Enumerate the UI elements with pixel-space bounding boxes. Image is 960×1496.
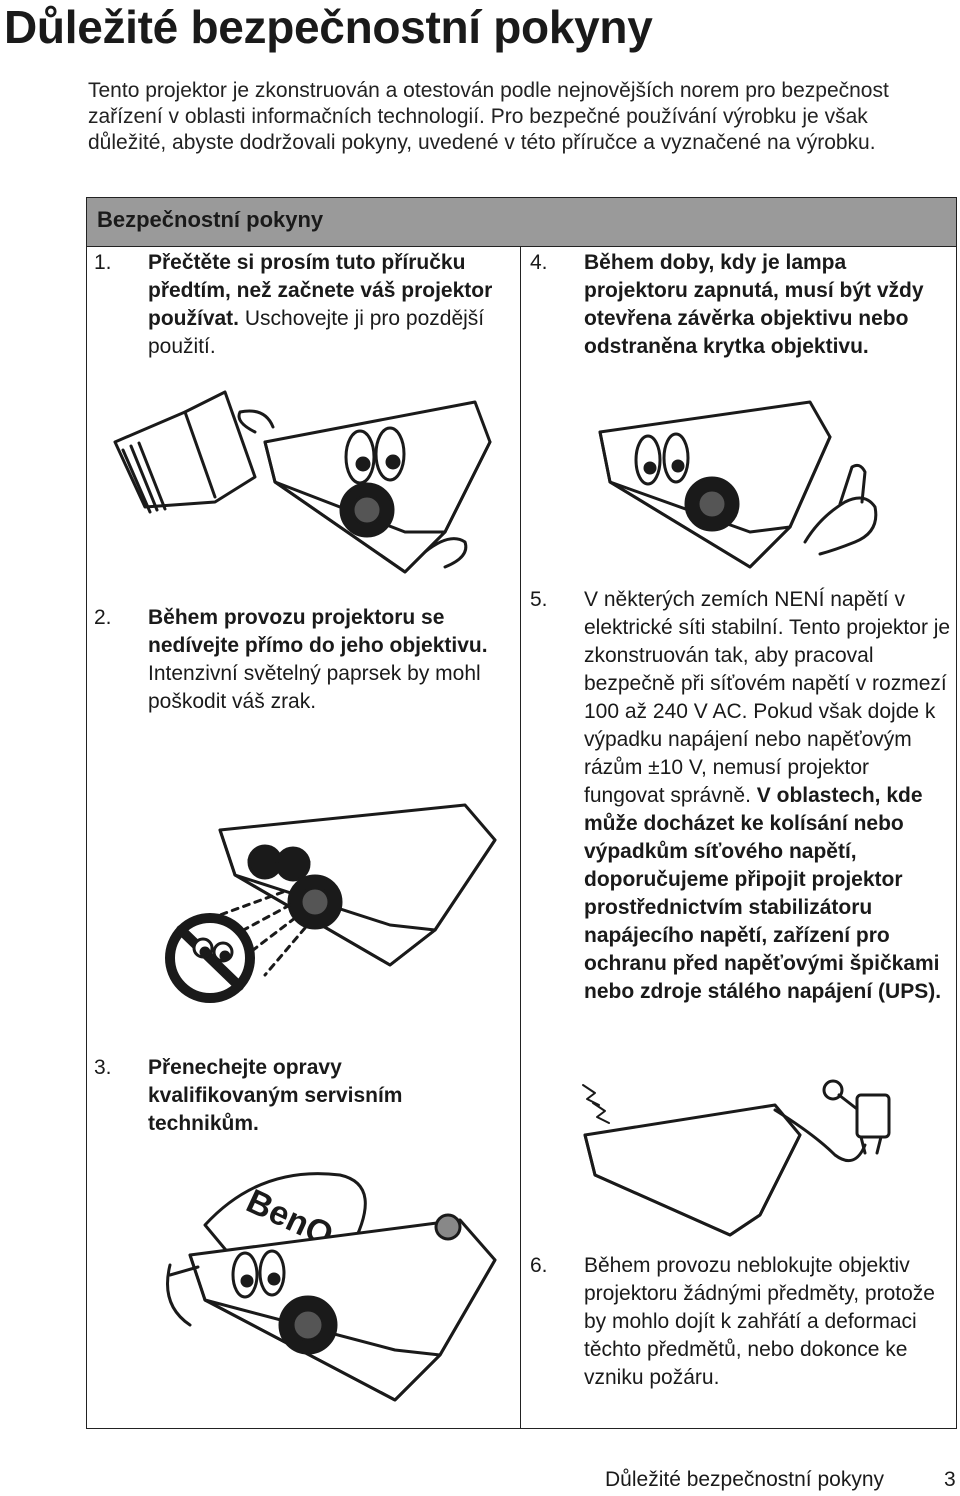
item-text: Během doby, kdy je lampa projektoru zapn… — [584, 249, 950, 361]
projector-reading-manual-illustration — [113, 390, 492, 574]
power-stabilizer-illustration — [582, 1079, 891, 1237]
page-title: Důležité bezpečnostní pokyny — [4, 1, 653, 53]
column-divider — [520, 247, 521, 1429]
item-number: 1. — [94, 251, 112, 274]
do-not-look-into-lens-illustration — [165, 803, 497, 1003]
item-normal-text: V některých zemích NENÍ napětí v elektri… — [584, 588, 951, 807]
page-number: 3 — [944, 1468, 956, 1491]
item-normal-text: Během provozu neblokujte objektiv projek… — [584, 1254, 935, 1389]
projector-technician-illustration: BenQ — [166, 1172, 497, 1402]
item-number: 3. — [94, 1056, 112, 1079]
item-normal-text: Intenzivní světelný paprsek by mohl pošk… — [148, 662, 481, 713]
projector-lens-open-illustration — [598, 400, 878, 569]
item-normal-text: Uschovejte ji pro pozdější použití. — [148, 307, 485, 358]
item-number: 5. — [530, 588, 548, 611]
item-bold-text: V oblastech, kde může docházet ke kolísá… — [584, 784, 942, 1003]
item-bold-text: Přečtěte si prosím tuto příručku předtím… — [148, 251, 493, 330]
item-text: Během provozu neblokujte objektiv projek… — [584, 1252, 950, 1392]
item-bold-text: Během doby, kdy je lampa projektoru zapn… — [584, 251, 924, 358]
footer-title: Důležité bezpečnostní pokyny — [605, 1468, 884, 1491]
section-header: Bezpečnostní pokyny — [86, 197, 957, 247]
item-text: V některých zemích NENÍ napětí v elektri… — [584, 586, 952, 1006]
section-title: Bezpečnostní pokyny — [97, 207, 324, 232]
item-number: 2. — [94, 606, 112, 629]
item-number: 4. — [530, 251, 548, 274]
intro-paragraph: Tento projektor je zkonstruován a otesto… — [88, 79, 889, 154]
item-bold-text: Během provozu projektoru se nedívejte př… — [148, 606, 488, 657]
item-number: 6. — [530, 1254, 548, 1277]
item-text: Přenechejte opravy kvalifikovaným servis… — [148, 1054, 468, 1138]
item-text: Během provozu projektoru se nedívejte př… — [148, 604, 498, 716]
item-bold-text: Přenechejte opravy kvalifikovaným servis… — [148, 1056, 403, 1135]
item-text: Přečtěte si prosím tuto příručku předtím… — [148, 249, 514, 361]
